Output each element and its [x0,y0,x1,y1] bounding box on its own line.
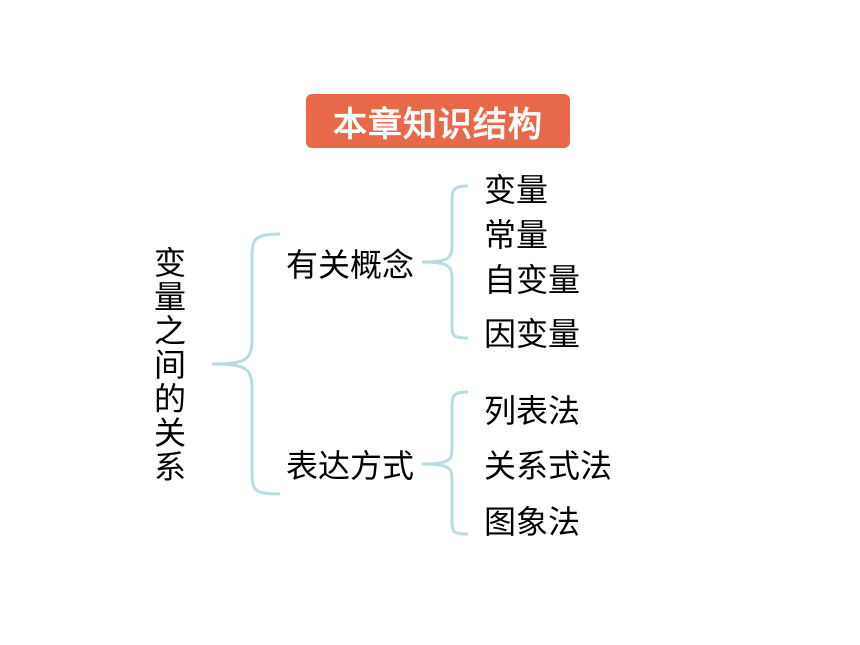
leaf-dependent-variable: 因变量 [484,315,581,353]
leaf-graph-method: 图象法 [484,503,581,541]
root-label-char: 关 [153,414,186,452]
leaf-table-method: 列表法 [484,392,581,430]
leaf-variable: 变量 [484,171,549,209]
title-text: 本章知识结构 [333,104,543,145]
root-label-char: 系 [153,448,186,486]
root-label-char: 变 [153,244,186,282]
concepts-brace [421,184,469,340]
branch-methods: 表达方式 [286,447,415,485]
leaf-formula-method: 关系式法 [484,447,613,485]
leaf-constant: 常量 [484,216,549,254]
root-label-char: 之 [153,312,186,350]
root-brace [211,232,281,496]
root-label-char: 的 [153,380,186,418]
leaf-independent-variable: 自变量 [484,261,581,299]
root-label-char: 量 [153,278,186,316]
title-banner: 本章知识结构 [306,94,570,148]
methods-brace [421,390,469,536]
branch-concepts: 有关概念 [286,246,415,284]
root-label-char: 间 [153,346,186,384]
root-label: 变量之间的关系 [148,246,192,484]
